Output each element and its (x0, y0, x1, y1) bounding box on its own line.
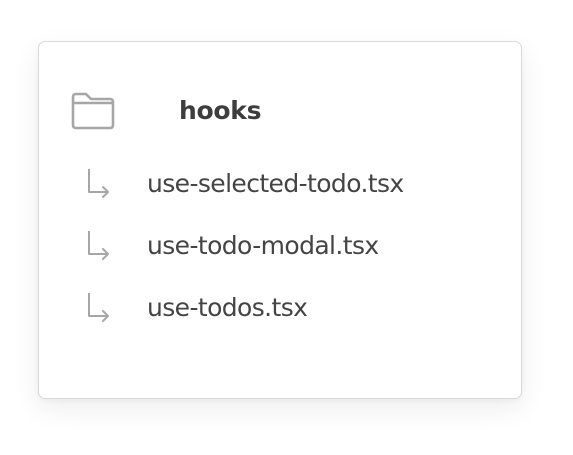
file-name: use-todo-modal.tsx (147, 231, 379, 260)
file-item[interactable]: use-todos.tsx (85, 290, 308, 326)
folder-icon (71, 92, 115, 130)
file-item[interactable]: use-todo-modal.tsx (85, 228, 379, 264)
file-item[interactable]: use-selected-todo.tsx (85, 166, 404, 202)
file-name: use-todos.tsx (147, 293, 308, 322)
child-arrow-icon (88, 169, 109, 198)
folder-name: hooks (179, 96, 262, 125)
file-tree-card: hooks use-selected-todo.tsx use-todo-mod… (38, 41, 522, 399)
file-name: use-selected-todo.tsx (147, 169, 404, 198)
child-arrow-icon (88, 231, 109, 260)
child-arrow-icon (88, 293, 109, 322)
folder-row-hooks[interactable]: hooks (70, 91, 261, 131)
file-list: use-selected-todo.tsx use-todo-modal.tsx… (39, 42, 521, 398)
